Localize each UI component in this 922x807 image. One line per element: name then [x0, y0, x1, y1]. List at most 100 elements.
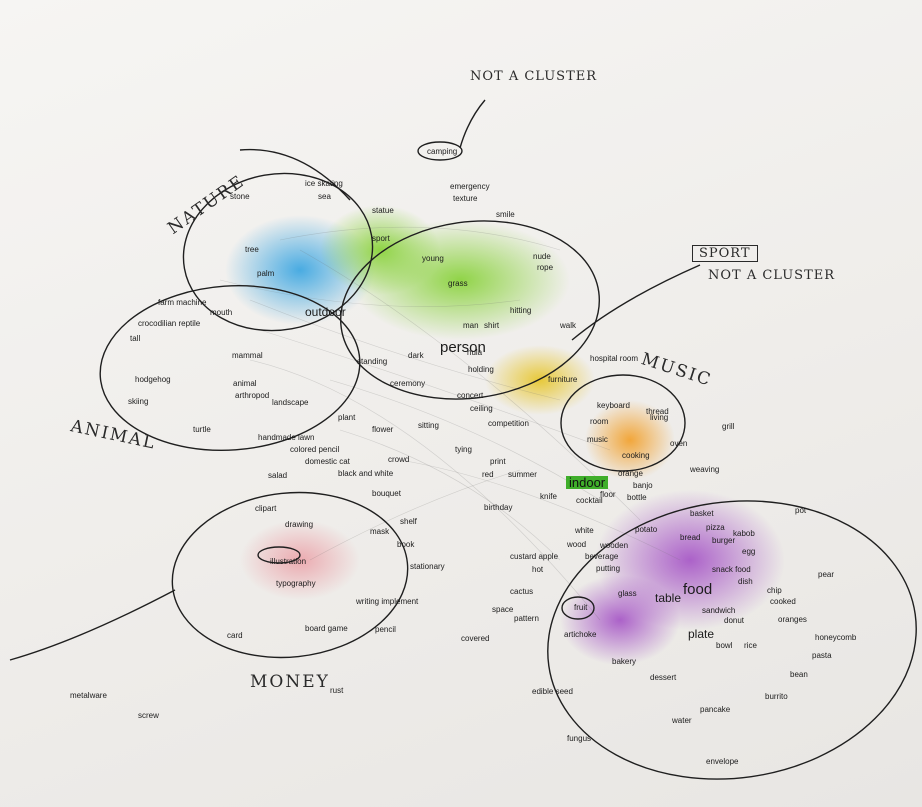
word-sandwich: sandwich: [702, 606, 736, 615]
word-print: print: [490, 457, 506, 466]
word-pot: pot: [795, 506, 807, 515]
word-covered: covered: [461, 634, 490, 643]
word-dessert: dessert: [650, 673, 677, 682]
word-indoor: indoor: [566, 476, 609, 489]
word-grass: grass: [448, 279, 468, 288]
word-fruit: fruit: [574, 603, 588, 612]
money-circle: [171, 491, 409, 659]
word-farm-machine: farm machine: [158, 298, 207, 307]
person-circle: [339, 220, 601, 400]
sport-label: SPORT: [692, 245, 758, 262]
word-birthday: birthday: [484, 503, 513, 512]
word-illustration: illustration: [270, 557, 307, 566]
word-cocktail: cocktail: [576, 496, 603, 505]
word-stone: stone: [230, 192, 250, 201]
word-competition: competition: [488, 419, 529, 428]
word-tall: tall: [130, 334, 141, 343]
word-water: water: [672, 716, 692, 725]
word-grill: grill: [722, 422, 735, 431]
word-keyboard: keyboard: [597, 401, 630, 410]
word-orange: orange: [618, 469, 643, 478]
word-rust: rust: [330, 686, 344, 695]
money-word-circle: [257, 546, 301, 564]
word-pasta: pasta: [812, 651, 832, 660]
word-holding: holding: [468, 365, 494, 374]
word-outdoor: outdoor: [305, 305, 346, 319]
word-pancake: pancake: [700, 705, 731, 714]
word-kabob: kabob: [733, 529, 755, 538]
money-tail: [9, 589, 176, 661]
word-walk: walk: [560, 321, 577, 330]
word-bakery: bakery: [612, 657, 637, 666]
word-tree: tree: [245, 245, 259, 254]
word-custard-apple: custard apple: [510, 552, 559, 561]
word-hitting: hitting: [510, 306, 532, 315]
word-sitting: sitting: [418, 421, 439, 430]
word-red: red: [482, 470, 494, 479]
cluster-outlines: [9, 99, 917, 780]
word-music: music: [587, 435, 608, 444]
word-rope: rope: [537, 263, 554, 272]
money-label: MONEY: [250, 672, 330, 692]
word-mask: mask: [370, 527, 390, 536]
word-texture: texture: [453, 194, 478, 203]
word-hodgehog: hodgehog: [135, 375, 171, 384]
word-potato: potato: [635, 525, 658, 534]
food-circle: [547, 500, 917, 780]
word-shirt: shirt: [484, 321, 500, 330]
word-hospital-room: hospital room: [590, 354, 639, 363]
word-smile: smile: [496, 210, 515, 219]
word-metalware: metalware: [70, 691, 107, 700]
word-mouth: mouth: [210, 308, 233, 317]
word-card: card: [227, 631, 243, 640]
word-ceremony: ceremony: [390, 379, 426, 388]
word-furniture: furniture: [548, 375, 578, 384]
word-space: space: [492, 605, 514, 614]
word-bowl: bowl: [716, 641, 733, 650]
word-sport: sport: [372, 234, 390, 243]
word-pattern: pattern: [514, 614, 539, 623]
word-mammal: mammal: [232, 351, 263, 360]
word-bouquet: bouquet: [372, 489, 401, 498]
word-burger: burger: [712, 536, 736, 545]
word-flower: flower: [372, 425, 394, 434]
word-bottle: bottle: [627, 493, 647, 502]
word-palm: palm: [257, 269, 275, 278]
music-circle: [560, 374, 686, 472]
word-basket: basket: [690, 509, 714, 518]
word-clipart: clipart: [255, 504, 277, 513]
word-white: white: [575, 526, 594, 535]
word-crocodilian: crocodilian reptile: [138, 319, 201, 328]
nature-circle: [182, 172, 374, 332]
word-statue: statue: [372, 206, 394, 215]
word-typography: typography: [276, 579, 316, 588]
word-domestic-cat: domestic cat: [305, 457, 350, 466]
word-ice-skating: ice skating: [305, 179, 343, 188]
word-arthropod: arthropod: [235, 391, 270, 400]
word-cactus: cactus: [510, 587, 534, 596]
word-artichoke: artichoke: [564, 630, 597, 639]
word-hot: hot: [532, 565, 544, 574]
word-tying: tying: [455, 445, 472, 454]
word-weaving: weaving: [690, 465, 720, 474]
word-summer: summer: [508, 470, 537, 479]
orange-blob: [585, 400, 675, 480]
word-black-and-white: black and white: [338, 469, 394, 478]
word-turtle: turtle: [193, 425, 211, 434]
word-writing-implement: writing implement: [356, 597, 419, 606]
word-handmade-lawn: handmade lawn: [258, 433, 315, 442]
word-cooking: cooking: [622, 451, 650, 460]
word-emergency: emergency: [450, 182, 490, 191]
word-crowd: crowd: [388, 455, 410, 464]
leader-line-2: [571, 264, 701, 341]
word-hula: hula: [467, 348, 483, 357]
word-egg: egg: [742, 547, 756, 556]
word-banjo: banjo: [633, 481, 653, 490]
word-envelope: envelope: [706, 757, 739, 766]
purple-blob-2: [560, 575, 680, 665]
word-putting: putting: [596, 564, 621, 573]
word-donut: donut: [724, 616, 745, 625]
pink-blob: [240, 520, 360, 600]
word-young: young: [422, 254, 444, 263]
